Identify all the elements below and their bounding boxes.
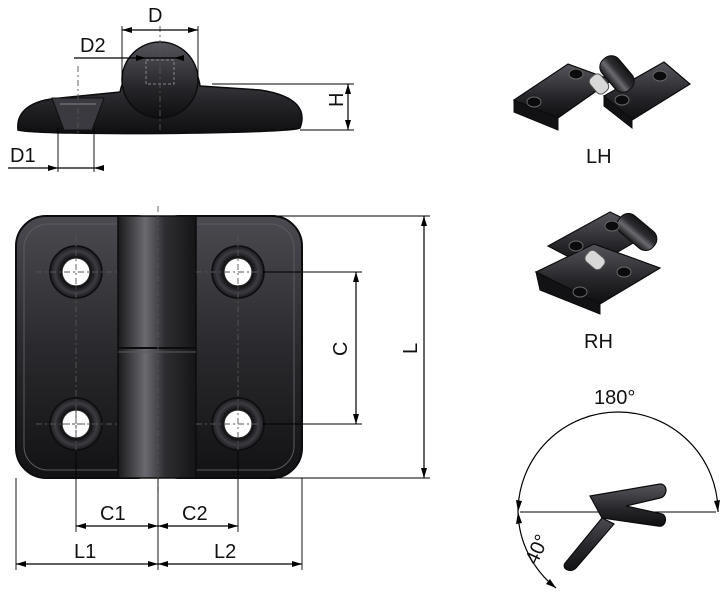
- label-h: H: [326, 93, 348, 107]
- label-rh: RH: [584, 331, 613, 353]
- side-view: D D2 H D1: [8, 5, 354, 172]
- label-l2: L2: [214, 541, 236, 563]
- lh-hinge-illustration: LH: [512, 55, 692, 168]
- rh-hinge-illustration: RH: [534, 211, 662, 353]
- label-d: D: [148, 5, 162, 27]
- front-view: C L C1 C2 L1 L2: [15, 206, 430, 570]
- label-d2: D2: [80, 35, 106, 57]
- label-40: 40°: [521, 531, 554, 568]
- angle-leaf-flat: [589, 483, 667, 527]
- label-180: 180°: [594, 387, 635, 409]
- label-l1: L1: [74, 541, 96, 563]
- label-c1: C1: [100, 503, 126, 525]
- angle-leaf-tilted: [563, 517, 615, 572]
- label-l: L: [400, 343, 422, 354]
- label-lh: LH: [586, 146, 612, 168]
- opening-angle-view: 180° 40°: [516, 387, 720, 589]
- label-c: C: [330, 342, 352, 356]
- label-d1: D1: [10, 145, 36, 167]
- label-c2: C2: [182, 503, 208, 525]
